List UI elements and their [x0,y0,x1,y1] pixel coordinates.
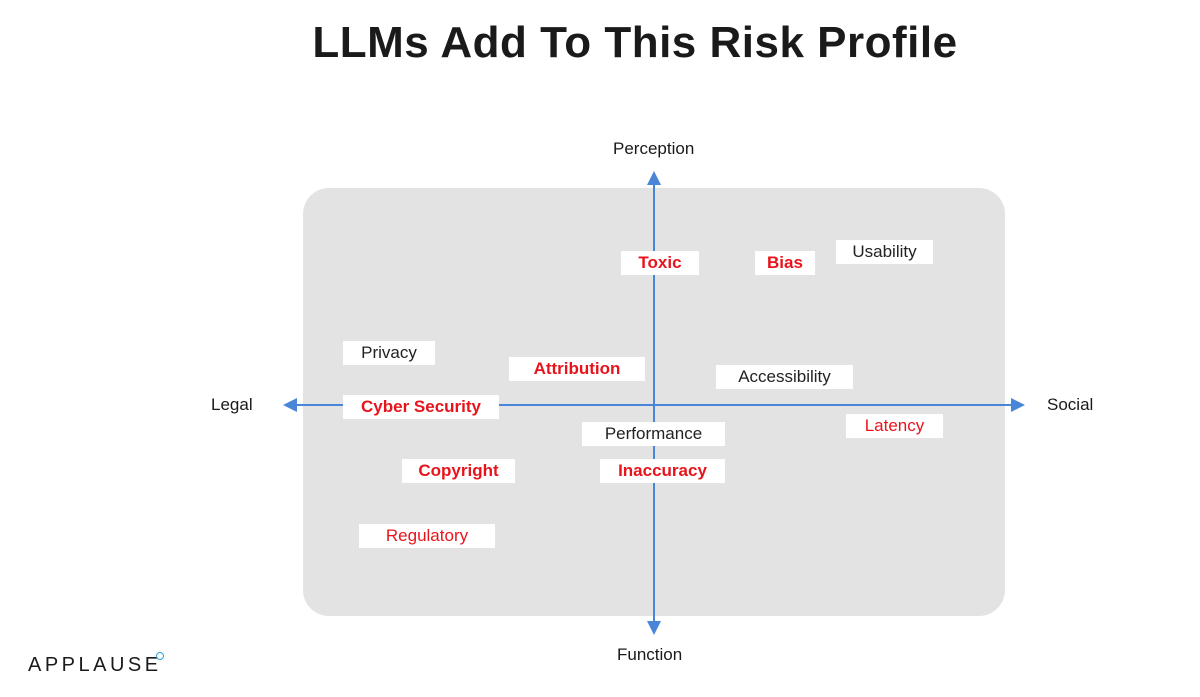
risk-label-regulatory: Regulatory [359,524,495,548]
risk-label-inaccuracy: Inaccuracy [600,459,725,483]
risk-label-cyber-security: Cyber Security [343,395,499,419]
risk-label-bias: Bias [755,251,815,275]
risk-label-privacy: Privacy [343,341,435,365]
risk-label-latency: Latency [846,414,943,438]
axis-label-function: Function [617,645,683,664]
page-title: LLMs Add To This Risk Profile [312,18,958,67]
risk-label-toxic: Toxic [621,251,699,275]
risk-label-accessibility: Accessibility [716,365,853,389]
applause-logo: APPLAUSE [28,654,162,676]
risk-label-copyright: Copyright [402,459,515,483]
axis-label-legal: Legal [211,395,253,414]
risk-label-usability: Usability [836,240,933,264]
risk-label-performance: Performance [582,422,725,446]
axis-label-perception: Perception [613,139,695,158]
logo-circle-icon [156,652,164,660]
risk-label-attribution: Attribution [509,357,645,381]
axis-label-social: Social [1047,395,1094,414]
